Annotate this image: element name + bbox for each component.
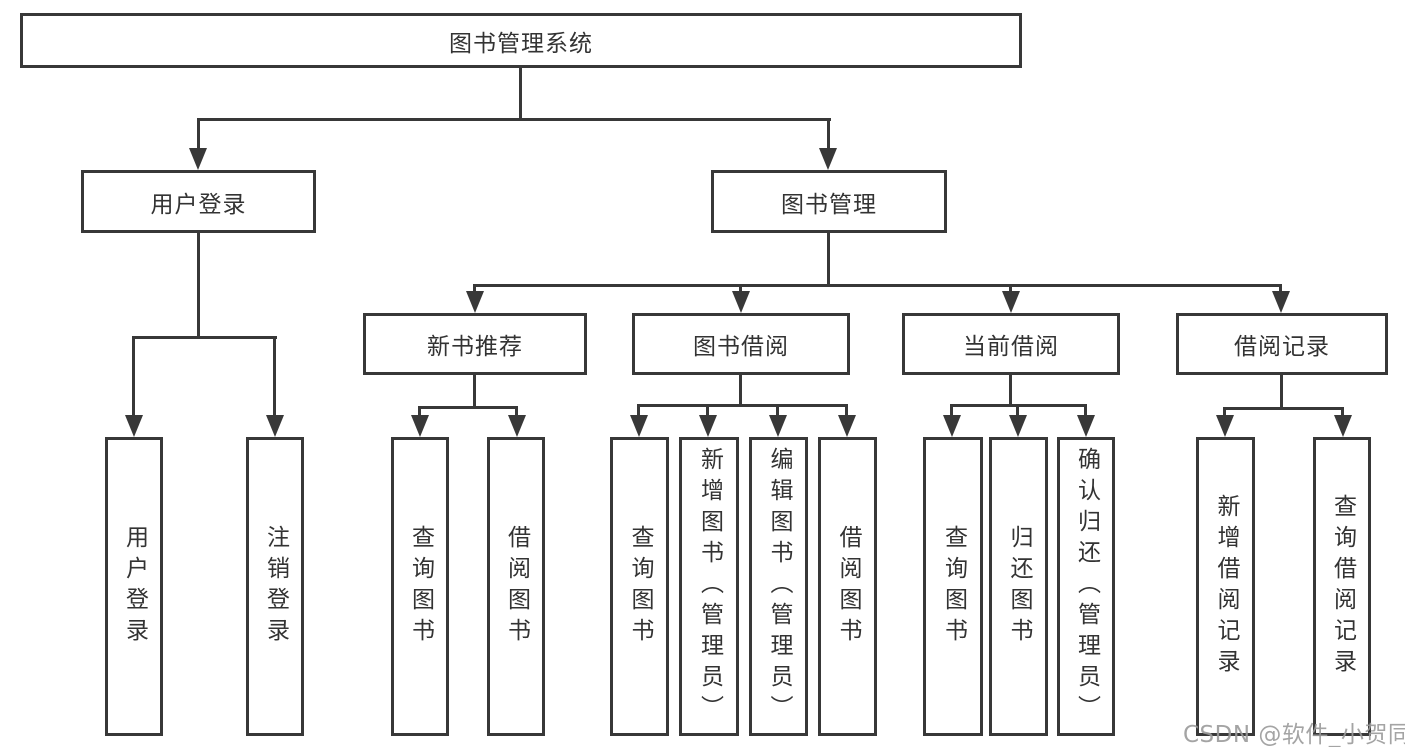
connector-line (1341, 407, 1344, 417)
node-label: 借阅图书 (835, 524, 861, 649)
node-label: 查询图书 (407, 524, 434, 649)
leaf-return-books: 归还图书 (989, 437, 1048, 736)
node-user-login: 用户登录 (81, 170, 316, 233)
node-label: 用户登录 (121, 524, 148, 649)
connector-line (706, 404, 709, 417)
leaf-add-books-admin: 新增图书（管理员） (679, 437, 739, 736)
node-label: 借阅图书 (503, 524, 530, 649)
connector-line (473, 284, 476, 293)
leaf-borrow-books-recommend: 借阅图书 (487, 437, 545, 736)
connector-line (519, 68, 522, 120)
arrow-down-icon (838, 415, 856, 437)
connector-line (845, 404, 848, 417)
node-label: 新增图书（管理员） (696, 447, 723, 726)
connector-line (132, 336, 277, 339)
connector-line (1280, 375, 1283, 410)
connector-line (739, 284, 742, 293)
connector-line (197, 118, 200, 150)
connector-line (1016, 404, 1019, 417)
node-book-management: 图书管理 (711, 170, 947, 233)
arrow-down-icon (1009, 415, 1027, 437)
connector-line (1223, 407, 1226, 417)
connector-line (950, 404, 953, 417)
connector-line (473, 375, 476, 409)
connector-line (197, 233, 200, 339)
node-label: 新增借阅记录 (1213, 493, 1239, 680)
connector-line (1009, 375, 1012, 407)
arrow-down-icon (1216, 415, 1234, 437)
node-library-system: 图书管理系统 (20, 13, 1022, 68)
leaf-borrow-books: 借阅图书 (818, 437, 877, 736)
connector-line (273, 336, 276, 417)
leaf-query-books-borrowing: 查询图书 (610, 437, 669, 736)
leaf-logout: 注销登录 (246, 437, 304, 736)
node-book-borrowing: 图书借阅 (632, 313, 850, 375)
connector-line (1084, 404, 1087, 417)
node-label: 用户登录 (150, 191, 247, 218)
arrow-down-icon (769, 415, 787, 437)
leaf-edit-books-admin: 编辑图书（管理员） (749, 437, 808, 736)
connector-line (418, 406, 518, 409)
node-label: 当前借阅 (963, 334, 1059, 360)
node-label: 新书推荐 (427, 334, 523, 360)
arrow-down-icon (699, 415, 717, 437)
connector-line (132, 336, 135, 417)
arrow-down-icon (125, 415, 143, 437)
leaf-query-borrow-record: 查询借阅记录 (1313, 437, 1371, 736)
arrow-down-icon (466, 291, 484, 313)
node-label: 图书管理系统 (449, 30, 593, 57)
node-current-borrowing: 当前借阅 (902, 313, 1120, 375)
node-label: 查询借阅记录 (1329, 493, 1356, 680)
node-new-book-recommend: 新书推荐 (363, 313, 587, 375)
leaf-query-books-current: 查询图书 (923, 437, 983, 736)
arrow-down-icon (508, 415, 526, 437)
arrow-down-icon (266, 415, 284, 437)
leaf-user-login: 用户登录 (105, 437, 163, 736)
connector-line (1009, 284, 1012, 293)
arrow-down-icon (1077, 415, 1095, 437)
leaf-confirm-return-admin: 确认归还（管理员） (1057, 437, 1115, 736)
arrow-down-icon (1002, 291, 1020, 313)
connector-line (637, 404, 848, 407)
arrow-down-icon (630, 415, 648, 437)
node-borrowing-records: 借阅记录 (1176, 313, 1388, 375)
connector-line (1223, 407, 1344, 410)
node-label: 注销登录 (262, 524, 289, 649)
connector-line (776, 404, 779, 417)
node-label: 确认归还（管理员） (1073, 447, 1100, 726)
connector-line (197, 118, 831, 121)
node-label: 借阅记录 (1234, 334, 1330, 360)
arrow-down-icon (819, 148, 837, 170)
connector-line (739, 375, 742, 407)
node-label: 图书借阅 (693, 334, 789, 360)
node-label: 查询图书 (940, 524, 967, 649)
arrow-down-icon (732, 291, 750, 313)
connector-line (473, 284, 1282, 287)
arrow-down-icon (1334, 415, 1352, 437)
arrow-down-icon (411, 415, 429, 437)
csdn-watermark: CSDN @软件_小贺同学 (1183, 722, 1405, 747)
connector-line (1279, 284, 1282, 293)
node-label: 查询图书 (627, 524, 653, 649)
node-label: 归还图书 (1006, 524, 1032, 649)
connector-line (637, 404, 640, 417)
leaf-add-borrow-record: 新增借阅记录 (1196, 437, 1255, 736)
node-label: 编辑图书（管理员） (766, 447, 792, 726)
connector-line (827, 118, 830, 150)
node-label: 图书管理 (781, 191, 877, 218)
arrow-down-icon (1272, 291, 1290, 313)
connector-line (515, 406, 518, 417)
arrow-down-icon (189, 148, 207, 170)
connector-line (827, 233, 830, 287)
arrow-down-icon (943, 415, 961, 437)
leaf-query-books-recommend: 查询图书 (391, 437, 449, 736)
connector-line (418, 406, 421, 417)
